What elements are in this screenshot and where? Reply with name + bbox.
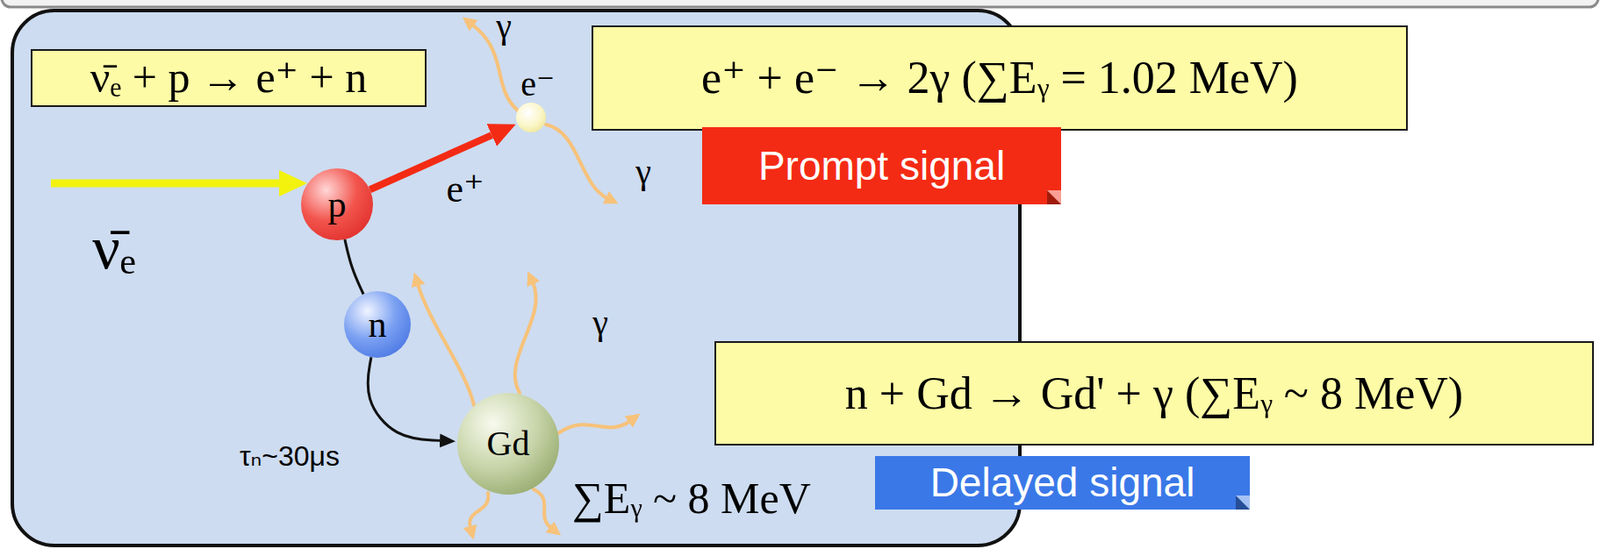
gamma-label: γ: [635, 152, 652, 192]
node-text: ν̄ₑ + p → e⁺ + n: [90, 52, 367, 104]
connector: [367, 357, 440, 441]
gamma-ray: [417, 284, 474, 406]
gamma-ray: [558, 421, 631, 434]
node-text: p: [328, 183, 347, 226]
energy-label: ∑Eᵧ ~ 8 MeV: [572, 474, 811, 524]
top-bar: [1, 0, 1599, 8]
lifetime-label: τₙ~30μs: [239, 441, 340, 473]
node-text: Prompt signal: [758, 143, 1005, 190]
node-text: n: [368, 303, 388, 346]
gamma-ray: [515, 282, 537, 394]
node-text: e⁻: [520, 65, 555, 103]
positron-label: e⁺: [446, 168, 485, 211]
node-text: e⁺ + e⁻ → 2γ (∑Eᵧ = 1.02 MeV): [701, 51, 1299, 105]
gamma-label: γ: [495, 7, 512, 46]
node-text: n + Gd → Gd' + γ (∑Eᵧ ~ 8 MeV): [845, 367, 1464, 421]
equation-box: n + Gd → Gd' + γ (∑Eᵧ ~ 8 MeV): [714, 341, 1594, 446]
connector: [344, 239, 364, 295]
gamma-ray: [545, 124, 608, 199]
signal-tag: Delayed signal: [875, 456, 1250, 510]
neutron-circle: n: [344, 291, 411, 359]
electron-circle: e⁻: [516, 102, 546, 133]
signal-tag: Prompt signal: [702, 127, 1062, 205]
equation-box: ν̄ₑ + p → e⁺ + n: [30, 49, 427, 108]
gamma-ray: [469, 493, 488, 529]
node-text: Gd: [487, 423, 531, 465]
gamma-label: γ: [592, 303, 609, 343]
node-text: Delayed signal: [930, 459, 1196, 507]
neutrino-arrow: [50, 179, 280, 188]
proton-circle: p: [301, 168, 374, 241]
equation-box: e⁺ + e⁻ → 2γ (∑Eᵧ = 1.02 MeV): [591, 25, 1408, 131]
neutrino-label: ν̄ₑ: [92, 214, 137, 282]
gamma-ray: [533, 489, 552, 529]
gadolinium-circle: Gd: [457, 393, 560, 496]
